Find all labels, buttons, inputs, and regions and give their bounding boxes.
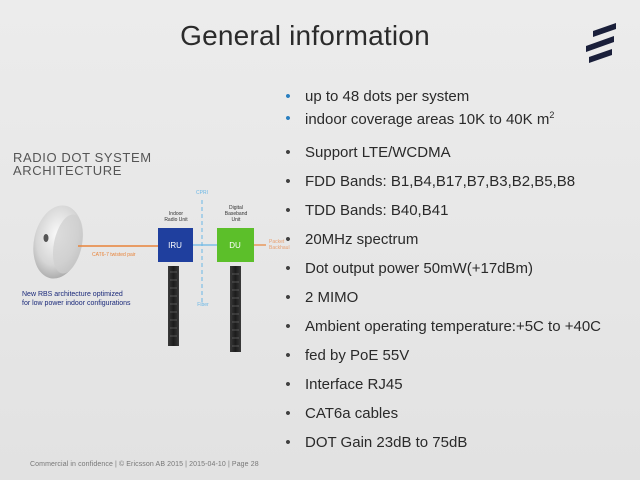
bullet-marker: •	[285, 347, 291, 364]
bullet-text: Interface RJ45	[305, 376, 403, 393]
iru-rack-unit	[168, 266, 179, 346]
radio-dot-device-icon	[33, 205, 84, 279]
bullet-text: DOT Gain 23dB to 75dB	[305, 434, 468, 451]
bullet-text: TDD Bands: B40,B41	[305, 202, 449, 219]
du-heading: Baseband	[225, 211, 248, 217]
du-rack-unit	[230, 266, 241, 352]
bullet-item: • up to 48 dots per system	[283, 88, 469, 105]
bullet-text: FDD Bands: B1,B4,B17,B7,B3,B2,B5,B8	[305, 173, 576, 190]
architecture-diagram: CAT6-7 twisted pair Indoor Radio Unit IR…	[33, 190, 290, 352]
iru-heading: Radio Unit	[164, 217, 188, 223]
slide-footer: Commercial in confidence | © Ericsson AB…	[30, 461, 259, 468]
bullet-text: fed by PoE 55V	[305, 347, 410, 364]
du-heading: Unit	[232, 217, 242, 223]
bullet-marker: •	[285, 231, 291, 248]
architecture-caption: New RBS architecture optimized for low p…	[22, 290, 131, 308]
bullet-marker: •	[285, 289, 291, 306]
caption-line: for low power indoor configurations	[22, 300, 131, 307]
bullet-marker: •	[285, 144, 291, 161]
slide-title: General information	[180, 20, 430, 51]
bullet-text: 20MHz spectrum	[305, 231, 419, 248]
architecture-title-line: RADIO DOT SYSTEM	[13, 150, 152, 165]
cpri-label: CPRI	[196, 190, 208, 196]
bullet-text: CAT6a cables	[305, 405, 399, 422]
bullet-marker: •	[285, 318, 291, 335]
bullet-item: • fed by PoE 55V	[283, 347, 409, 364]
iru-heading: Indoor	[169, 211, 184, 217]
bullet-item: • CAT6a cables	[283, 405, 398, 422]
fiber-label: Fiber	[197, 302, 209, 308]
bullet-item: • 2 MIMO	[283, 289, 358, 306]
bullet-item: • DOT Gain 23dB to 75dB	[283, 434, 467, 451]
bullet-text: Support LTE/WCDMA	[305, 144, 451, 161]
bullet-text: Dot output power 50mW(+17dBm)	[305, 260, 534, 277]
bullet-item: • 20MHz spectrum	[283, 231, 418, 248]
bullet-text: Ambient operating temperature:+5C to +40…	[305, 318, 602, 335]
bullet-marker: •	[285, 405, 291, 422]
bullet-item: • FDD Bands: B1,B4,B17,B7,B3,B2,B5,B8	[283, 173, 575, 190]
backhaul-label: Packet	[269, 239, 285, 245]
bullet-text: indoor coverage areas 10K to 40K m	[305, 111, 550, 128]
bullet-marker: •	[285, 173, 291, 190]
ericsson-logo-icon	[586, 23, 616, 63]
bullet-text: up to 48 dots per system	[305, 88, 470, 105]
du-box	[217, 228, 254, 262]
bullet-text: 2 MIMO	[305, 289, 359, 306]
iru-box	[158, 228, 193, 262]
bullet-item: • Ambient operating temperature:+5C to +4…	[283, 318, 601, 335]
bullet-marker: •	[285, 88, 291, 105]
bullet-marker: •	[285, 260, 291, 277]
cable-label: CAT6-7 twisted pair	[92, 252, 136, 258]
bullet-item: • Interface RJ45	[283, 376, 403, 393]
bullet-item: • indoor coverage areas 10K to 40K m2	[283, 110, 554, 128]
iru-box-label: IRU	[168, 241, 182, 250]
du-box-label: DU	[229, 241, 241, 250]
du-heading: Digital	[229, 205, 243, 211]
architecture-title: RADIO DOT SYSTEM ARCHITECTURE	[13, 151, 152, 177]
architecture-title-line: ARCHITECTURE	[13, 163, 123, 178]
bullet-marker: •	[285, 202, 291, 219]
backhaul-label: Backhaul	[269, 245, 290, 251]
bullet-item: • Dot output power 50mW(+17dBm)	[283, 260, 533, 277]
bullet-item: • Support LTE/WCDMA	[283, 144, 451, 161]
bullet-marker: •	[285, 110, 291, 127]
bullet-item: • TDD Bands: B40,B41	[283, 202, 448, 219]
bullet-superscript: 2	[549, 110, 555, 120]
bullet-marker: •	[285, 434, 291, 451]
bullet-marker: •	[285, 376, 291, 393]
caption-line: New RBS architecture optimized	[22, 291, 123, 298]
